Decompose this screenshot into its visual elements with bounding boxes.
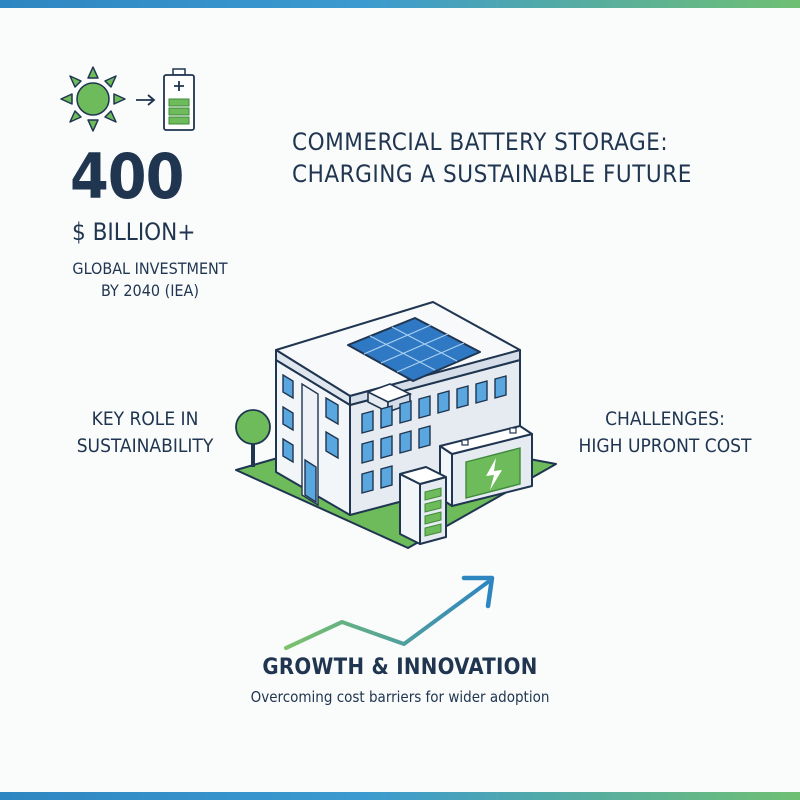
page-title: COMMERCIAL BATTERY STORAGE: CHARGING A S… — [292, 126, 692, 190]
lightning-icon — [486, 458, 502, 490]
title-line1: COMMERCIAL BATTERY STORAGE: — [292, 128, 669, 156]
battery-container — [439, 425, 533, 507]
investment-caption-line1: GLOBAL INVESTMENT — [72, 259, 228, 278]
arrow-right-icon — [136, 94, 156, 106]
growth-arrow-icon — [284, 575, 495, 650]
top-gradient-bar — [0, 0, 800, 8]
investment-caption: GLOBAL INVESTMENT BY 2040 (IEA) — [50, 258, 250, 302]
solar-panel-icon — [347, 317, 481, 382]
growth-title: GROWTH & INNOVATION — [262, 655, 538, 680]
right-face-windows — [361, 375, 507, 494]
left-face-windows — [282, 373, 339, 464]
title-line2: CHARGING A SUSTAINABLE FUTURE — [292, 160, 692, 188]
investment-caption-line2: BY 2040 (IEA) — [101, 281, 199, 300]
tree-icon — [235, 409, 271, 467]
challenges-line1: CHALLENGES: — [605, 408, 725, 430]
challenges-label: CHALLENGES: HIGH UPRONT COST — [570, 406, 760, 460]
investment-number: 400 — [70, 140, 184, 213]
key-role-line2: SUSTAINABILITY — [76, 435, 214, 457]
building-illustration — [235, 301, 557, 549]
key-role-line1: KEY ROLE IN — [91, 408, 199, 430]
bottom-gradient-bar — [0, 792, 800, 800]
growth-subtitle: Overcoming cost barriers for wider adopt… — [250, 688, 550, 706]
battery-cabinet — [399, 466, 447, 545]
investment-unit: $ BILLION+ — [72, 218, 196, 246]
battery-icon — [163, 68, 195, 131]
key-role-label: KEY ROLE IN SUSTAINABILITY — [50, 406, 240, 460]
challenges-line2: HIGH UPRONT COST — [578, 435, 752, 457]
sun-icon — [60, 66, 126, 132]
